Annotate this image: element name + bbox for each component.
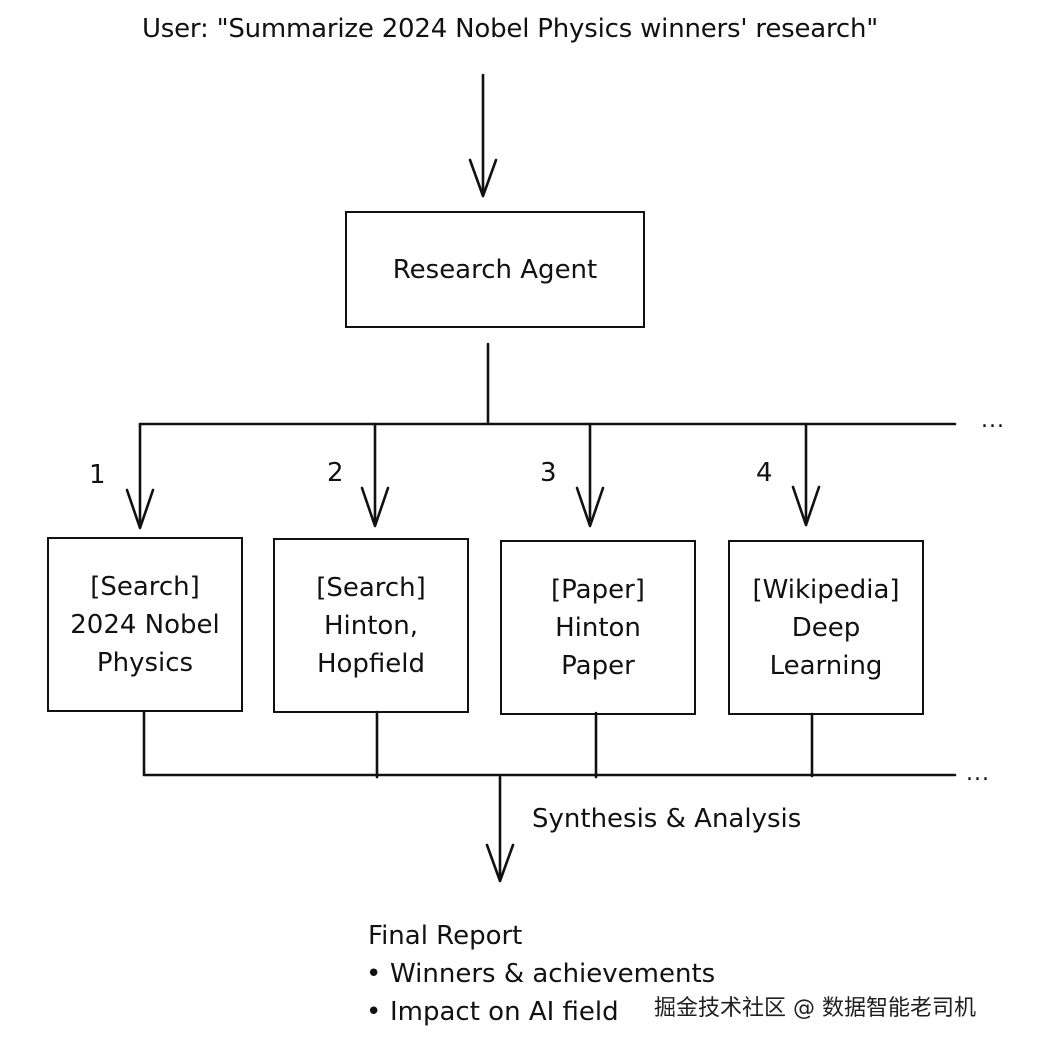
final-report-item-2-text: Impact on AI field — [390, 997, 619, 1027]
step-number-1: 1 — [89, 460, 106, 490]
user-query: User: "Summarize 2024 Nobel Physics winn… — [141, 14, 879, 44]
step-number-2: 2 — [327, 458, 344, 488]
bullet-icon: • — [366, 997, 382, 1027]
fan-in-ellipsis: ... — [966, 761, 990, 786]
watermark: 掘金技术社区 @ 数据智能老司机 — [654, 996, 976, 1021]
final-report-item-2: • Impact on AI field — [366, 997, 619, 1027]
tool-box-search-nobel: [Search] 2024 Nobel Physics — [47, 537, 243, 712]
final-report-title: Final Report — [368, 921, 523, 951]
final-report-item-1-text: Winners & achievements — [390, 959, 716, 989]
tool-4-line-2: Deep — [791, 612, 861, 643]
research-agent-box: Research Agent — [345, 211, 645, 328]
final-report-item-1: • Winners & achievements — [366, 959, 715, 989]
tool-1-line-3: Physics — [96, 647, 194, 678]
tool-3-line-3: Paper — [561, 650, 635, 681]
tool-1-line-2: 2024 Nobel — [70, 609, 220, 640]
arrow-2-head — [360, 486, 390, 528]
tool-box-search-hinton-hopfield: [Search] Hinton, Hopfield — [273, 538, 469, 713]
tool-4-line-1: [Wikipedia] — [752, 574, 900, 605]
tool-2-line-3: Hopfield — [316, 648, 426, 679]
bus-to-report-arrowhead — [485, 843, 515, 883]
tool-4-line-3: Learning — [769, 650, 883, 681]
tool-3-line-2: Hinton — [555, 612, 641, 643]
tool-box-paper-hinton: [Paper] Hinton Paper — [500, 540, 696, 715]
tool-2-line-2: Hinton, — [323, 610, 419, 641]
synthesis-analysis-label: Synthesis & Analysis — [532, 804, 802, 834]
arrow-4-head — [791, 485, 821, 527]
step-number-4: 4 — [756, 458, 773, 488]
fan-out-ellipsis: ... — [981, 408, 1005, 433]
research-agent-label: Research Agent — [392, 254, 598, 285]
tool-box-wikipedia-deep-learning: [Wikipedia] Deep Learning — [728, 540, 924, 715]
arrow-1-head — [125, 488, 155, 530]
query-to-agent-arrowhead — [468, 158, 498, 198]
tool-1-line-1: [Search] — [90, 571, 200, 602]
arrow-3-head — [575, 486, 605, 528]
bullet-icon: • — [366, 959, 382, 989]
tool-3-line-1: [Paper] — [551, 574, 645, 605]
tool-2-line-1: [Search] — [316, 572, 426, 603]
step-number-3: 3 — [540, 458, 557, 488]
